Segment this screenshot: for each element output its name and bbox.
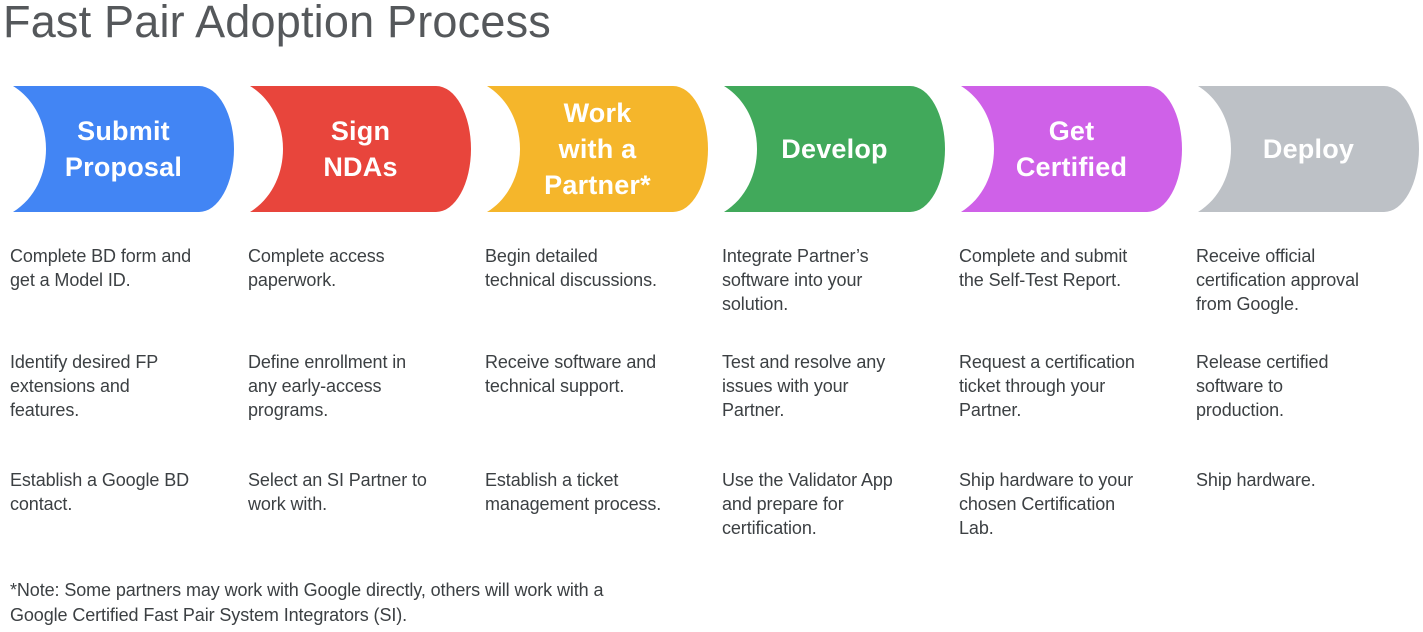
steps-submit-proposal: Complete BD form and get a Model ID. Ide… (0, 244, 237, 540)
steps-get-certified: Complete and submit the Self-Test Report… (948, 244, 1185, 540)
stage-get-certified: Get Certified (948, 85, 1185, 213)
stage-arrow-shape (250, 86, 471, 212)
stage-shape-svg (1198, 86, 1419, 212)
step-text: Establish a Google BD contact. (10, 470, 189, 514)
step-text: Release certified software to production… (1196, 352, 1329, 420)
stage-develop: Develop (711, 85, 948, 213)
stage-arrow-shape (961, 86, 1182, 212)
step-text: Complete BD form and get a Model ID. (10, 246, 192, 290)
page-title: Fast Pair Adoption Process (3, 0, 551, 47)
stage-sign-ndas: Sign NDAs (237, 85, 474, 213)
steps-develop: Integrate Partner’s software into your s… (711, 244, 948, 540)
stage-arrow-shape (724, 86, 945, 212)
stage-submit-proposal: Submit Proposal (0, 85, 237, 213)
step-text: Receive software and technical support. (485, 352, 657, 396)
step-text: Test and resolve any issues with your Pa… (722, 352, 886, 420)
step-text: Establish a ticket management process. (485, 470, 662, 514)
stage-steps-grid: Complete BD form and get a Model ID. Ide… (0, 244, 1423, 540)
step-text: Select an SI Partner to work with. (248, 470, 427, 514)
stage-shape-svg (961, 86, 1182, 212)
step-text: Ship hardware to your chosen Certificati… (959, 470, 1133, 538)
stage-arrow-shape (487, 86, 708, 212)
stage-label-deploy: Deploy (1262, 134, 1355, 164)
step-text: Use the Validator App and prepare for ce… (722, 470, 893, 538)
process-stage-row: Submit Proposal Sign NDAs Work with a Pa… (0, 85, 1423, 213)
step-text: Define enrollment in any early-access pr… (248, 352, 407, 420)
step-text: Integrate Partner’s software into your s… (722, 246, 869, 314)
stage-label-work-with-partner: Work with a Partner* (544, 98, 651, 200)
stage-label-get-certified: Get Certified (1015, 116, 1128, 182)
step-text: Receive official certification approval … (1196, 246, 1359, 314)
stage-shape-svg (724, 86, 945, 212)
stage-deploy: Deploy (1185, 85, 1422, 213)
steps-deploy: Receive official certification approval … (1185, 244, 1422, 540)
step-text: Complete and submit the Self-Test Report… (959, 246, 1128, 290)
steps-sign-ndas: Complete access paperwork. Define enroll… (237, 244, 474, 540)
step-text: Begin detailed technical discussions. (485, 246, 657, 290)
steps-work-with-partner: Begin detailed technical discussions. Re… (474, 244, 711, 540)
step-text: Complete access paperwork. (248, 246, 385, 290)
step-text: Identify desired FP extensions and featu… (10, 352, 159, 420)
stage-label-sign-ndas: Sign NDAs (323, 116, 398, 182)
stage-arrow-shape (13, 86, 234, 212)
stage-shape-svg (13, 86, 234, 212)
stage-label-submit-proposal: Submit Proposal (64, 116, 183, 182)
stage-shape-svg (487, 86, 708, 212)
step-text: Request a certification ticket through y… (959, 352, 1135, 420)
stage-shape-svg (250, 86, 471, 212)
stage-arrow-shape (1198, 86, 1419, 212)
step-text: Ship hardware. (1196, 470, 1316, 490)
stage-work-with-partner: Work with a Partner* (474, 85, 711, 213)
stage-label-develop: Develop (781, 134, 888, 164)
footnote-text: *Note: Some partners may work with Googl… (10, 580, 604, 625)
